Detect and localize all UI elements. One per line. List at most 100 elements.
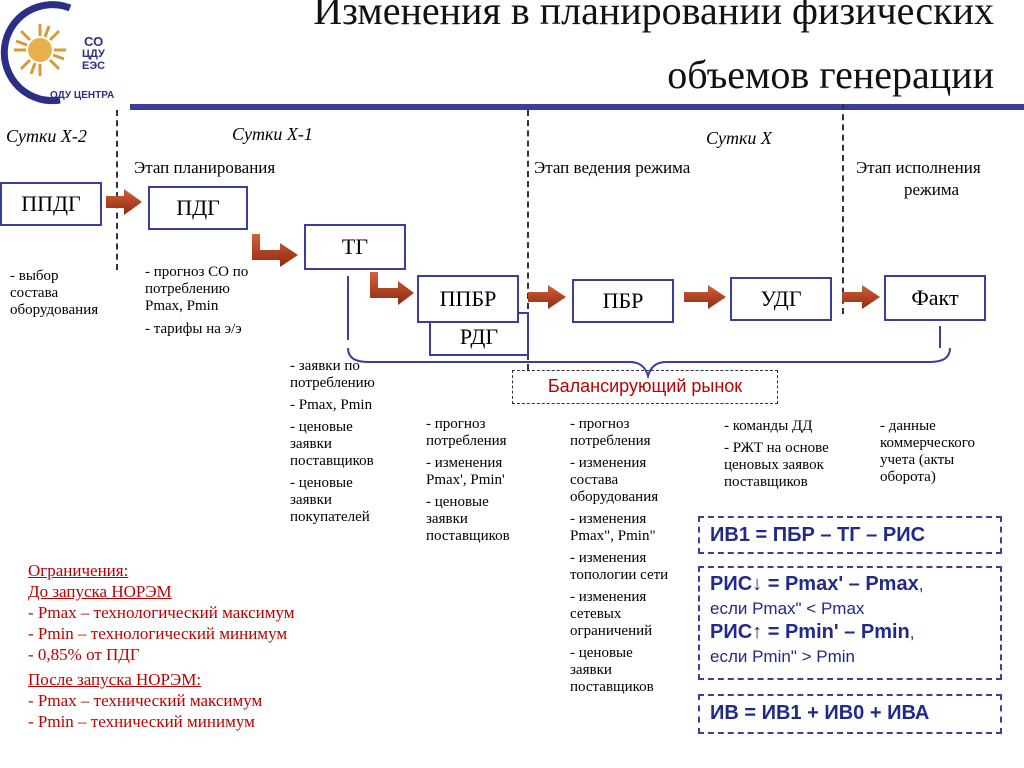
- note-line: потребления: [570, 433, 651, 449]
- note-line: заявки: [290, 436, 332, 452]
- stage-operation: Этап ведения режима: [534, 158, 691, 177]
- arrow-ppbr-pbr: [528, 285, 566, 309]
- limits-before-item: - 0,85% от ПДГ: [28, 645, 140, 664]
- day-label-x2: Сутки Х-2: [6, 126, 87, 146]
- note-line: - изменения: [570, 511, 647, 527]
- limits-header: Ограничения:: [28, 561, 129, 580]
- box-tg: ТГ: [304, 224, 406, 270]
- box-pdg: ПДГ: [148, 186, 248, 230]
- note-line: - Pmax, Pmin: [290, 397, 373, 413]
- limits-after-header: После запуска НОРЭМ:: [28, 670, 202, 689]
- logo-line3: ЕЭС: [82, 60, 106, 72]
- note-line: ограничений: [570, 623, 653, 639]
- note-line: ценовых заявок: [724, 457, 824, 473]
- arrow-pdg-tg: [252, 234, 298, 267]
- formula-ris-up-comma: ,: [909, 623, 915, 642]
- note-line: - изменения: [570, 589, 647, 605]
- note-line: потребления: [426, 433, 507, 449]
- note-line: топологии сети: [570, 567, 669, 583]
- formula-ris-down-cond: если Pmax" < Pmax: [710, 599, 865, 618]
- note-line: - заявки по: [290, 358, 360, 374]
- formula-ris-down-prefix: РИС: [710, 573, 753, 595]
- arrow-tg-ppbr: [370, 272, 414, 305]
- limits-after-item: - Pmax – технический максимум: [28, 691, 263, 710]
- note-line: Pmax', Pmin': [426, 472, 505, 488]
- limits-before-item: - Pmax – технологический максимум: [28, 603, 295, 622]
- note-fact: - данные коммерческого учета (акты оборо…: [880, 418, 1020, 486]
- note-line: оборота): [880, 469, 936, 485]
- formula-iv1: ИВ1 = ПБР – ТГ – РИС: [710, 524, 926, 546]
- note-line: - ценовые: [290, 419, 353, 435]
- note-line: Pmax, Pmin: [145, 298, 219, 314]
- balancing-market-label: Балансирующий рынок: [512, 370, 778, 404]
- note-line: заявки: [570, 662, 612, 678]
- note-line: учета (акты: [880, 452, 955, 468]
- day-separator-3: [842, 104, 844, 314]
- limits-before-item: - Pmin – технологический минимум: [28, 624, 288, 643]
- limits-after-item: - Pmin – технический минимум: [28, 712, 255, 731]
- note-line: состава: [570, 472, 619, 488]
- note-line: поставщиков: [426, 528, 510, 544]
- note-line: Pmax", Pmin": [570, 528, 656, 544]
- note-line: - РЖТ на основе: [724, 440, 829, 456]
- formula-ris-up-prefix: РИС: [710, 621, 753, 643]
- note-line: - прогноз: [426, 416, 486, 432]
- title-divider: [130, 104, 1024, 110]
- formula-ris-down-comma: ,: [918, 575, 924, 594]
- note-line: состава: [10, 285, 59, 301]
- day-label-x1: Сутки Х-1: [232, 124, 313, 144]
- formula-ris-box: РИС↓ = Pmax' – Pmax, если Pmax" < Pmax Р…: [698, 566, 1002, 680]
- box-ppbr: ППБР: [417, 275, 519, 323]
- note-line: - изменения: [570, 550, 647, 566]
- note-line: - ценовые: [290, 475, 353, 491]
- page-title-line2: объемов генерации: [667, 52, 994, 97]
- limits-before-header: До запуска НОРЭМ: [28, 582, 172, 601]
- logo-line1: СО: [84, 34, 104, 49]
- note-line: поставщиков: [724, 474, 808, 490]
- box-pbr: ПБР: [572, 279, 674, 323]
- formula-ris-up-cond: если Pmin" > Pmin: [710, 647, 855, 666]
- formula-ris-down: = Pmax' – Pmax: [762, 573, 919, 595]
- arrow-up-icon: ↑: [752, 621, 763, 643]
- note-line: поставщиков: [570, 679, 654, 695]
- note-line: - команды ДД: [724, 418, 813, 434]
- note-line: - ценовые: [570, 645, 633, 661]
- formula-iv-box: ИВ = ИВ1 + ИВ0 + ИВА: [698, 694, 1002, 734]
- box-ppdg: ППДГ: [0, 182, 102, 226]
- logo-bottom: ОДУ ЦЕНТРА: [50, 90, 115, 101]
- day-separator-2: [527, 110, 529, 370]
- stage-execution-1: Этап исполнения: [856, 158, 981, 177]
- note-line: оборудования: [10, 302, 99, 318]
- note-line: заявки: [426, 511, 468, 527]
- note-line: заявки: [290, 492, 332, 508]
- note-line: потреблению: [145, 281, 230, 297]
- note-line: сетевых: [570, 606, 622, 622]
- day-separator-1: [116, 110, 118, 270]
- note-line: - выбор: [10, 268, 59, 284]
- formula-iv: ИВ = ИВ1 + ИВ0 + ИВА: [710, 702, 930, 724]
- note-ppdg: - выбор состава оборудования: [10, 268, 98, 319]
- sun-icon: [0, 1, 72, 105]
- limits-block: Ограничения: До запуска НОРЭМ - Pmax – т…: [28, 560, 428, 732]
- arrow-down-icon: ↓: [752, 573, 763, 595]
- note-line: поставщиков: [290, 453, 374, 469]
- note-line: коммерческого: [880, 435, 976, 451]
- stage-execution-2: режима: [904, 180, 960, 199]
- note-line: оборудования: [570, 489, 659, 505]
- note-line: - данные: [880, 418, 936, 434]
- formula-ris-up: = Pmin' – Pmin: [762, 621, 910, 643]
- note-line: потреблению: [290, 375, 375, 391]
- note-pdg: - прогноз СО по потреблению Pmax, Pmin -…: [145, 264, 248, 338]
- box-fact: Факт: [884, 275, 986, 321]
- note-line: - ценовые: [426, 494, 489, 510]
- formula-iv1-box: ИВ1 = ПБР – ТГ – РИС: [698, 516, 1002, 554]
- arrow-ppdg-pdg: [106, 189, 142, 215]
- arrow-pbr-udg: [684, 285, 726, 309]
- note-line: - прогноз: [570, 416, 630, 432]
- box-udg: УДГ: [730, 277, 832, 321]
- stage-planning: Этап планирования: [134, 158, 276, 177]
- note-line: - изменения: [570, 455, 647, 471]
